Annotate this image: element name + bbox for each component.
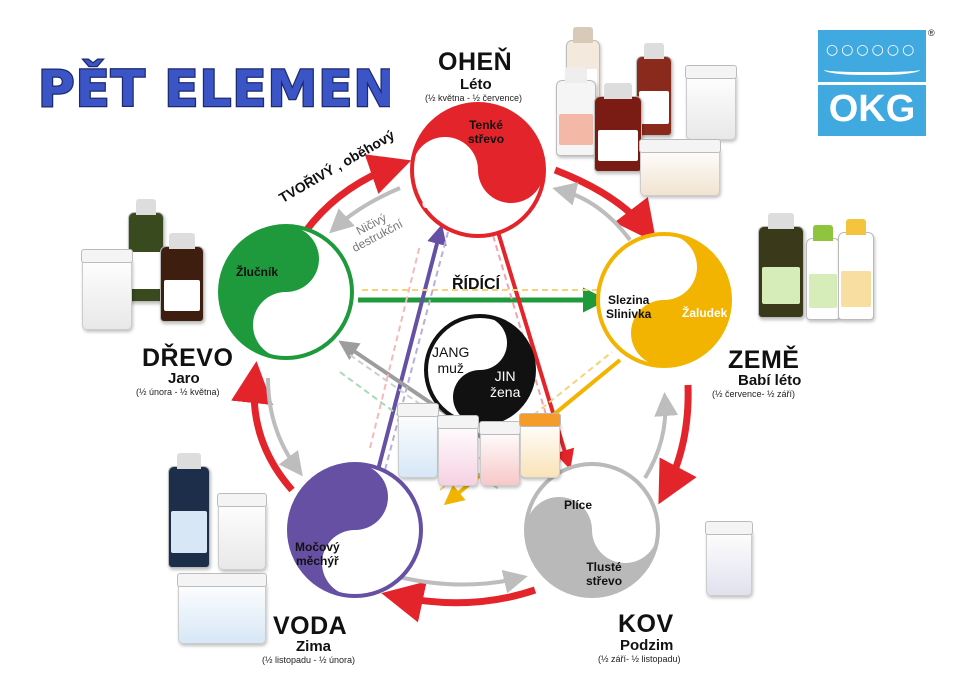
- wood-organ-top: Žlučník: [236, 265, 279, 279]
- fire-name: OHEŇ: [438, 48, 513, 76]
- fire-organ-bottom: Srdce Osrdečník: [422, 183, 481, 211]
- arrow-water-to-fire: [376, 224, 447, 471]
- page-title: PĚT ELEMENTŮ: [37, 58, 390, 120]
- metal-organ-bottom: Tlusté střevo: [586, 560, 623, 588]
- yinyang-wood: [218, 224, 354, 360]
- fire-organ-top: Tenké střevo: [468, 118, 505, 146]
- metal-organ-top: Plíce: [564, 498, 593, 512]
- arrow-wood-to-water-grey: [266, 377, 303, 477]
- svg-text:PĚT ELEMENTŮ: PĚT ELEMENTŮ: [38, 59, 390, 118]
- arrow-water-to-wood: [231, 361, 295, 493]
- fire-season: Léto: [460, 76, 492, 93]
- center-yang-label: JANG muž: [432, 344, 470, 376]
- earth-organ-right: Žaludek: [682, 306, 728, 320]
- water-organ-right: Ledviny: [372, 522, 418, 536]
- metal-name: KOV: [618, 610, 674, 638]
- yinyang-fire: [410, 102, 546, 238]
- controlling-cycle-label: ŘÍDÍCÍ: [452, 276, 500, 293]
- fire-period: (½ května - ½ července): [425, 93, 523, 103]
- arrow-earth-to-fire-grey: [552, 182, 632, 242]
- water-name: VODA: [273, 612, 348, 640]
- water-period: (½ listopadu - ½ února): [262, 655, 356, 665]
- water-organ-left: Močový měchýř: [295, 540, 340, 568]
- earth-period: (½ července- ½ září): [712, 389, 796, 399]
- yinyang-water: [287, 462, 423, 598]
- wood-name: DŘEVO: [142, 344, 234, 372]
- arrow-metal-to-water: [381, 581, 537, 623]
- arrow-water-to-metal-grey: [394, 569, 528, 594]
- arrow-wood-to-fire: [302, 154, 412, 235]
- yinyang-center: [424, 314, 536, 426]
- wood-period: (½ února - ½ května): [136, 387, 220, 397]
- yinyang-metal: [524, 462, 660, 598]
- logo-dots: ○○○○○○: [826, 42, 918, 58]
- arrow-fire-to-wood-grey: [329, 186, 401, 234]
- logo-registered-mark: ®: [928, 28, 935, 38]
- logo-text: OKG: [828, 88, 916, 130]
- logo-wave: [824, 62, 920, 75]
- arrow-fire-to-earth: [553, 166, 657, 244]
- metal-season: Podzim: [620, 637, 674, 654]
- earth-season: Babí léto: [738, 372, 802, 389]
- arrow-metal-to-earth-grey: [643, 392, 679, 480]
- okg-logo: ○○○○○○ OKG: [818, 30, 926, 136]
- center-yin-label: JIN žena: [490, 368, 521, 400]
- earth-organ-left: Slezina Slinivka: [606, 293, 652, 321]
- earth-name: ZEMĚ: [728, 346, 800, 374]
- logo-divider: [818, 82, 926, 85]
- water-season: Zima: [296, 638, 332, 655]
- arrow-earth-to-metal: [658, 384, 697, 505]
- yinyang-earth: [596, 232, 732, 368]
- wood-organ-bottom: Játra: [300, 323, 329, 337]
- metal-period: (½ září- ½ listopadu): [598, 654, 681, 664]
- wood-season: Jaro: [168, 370, 200, 387]
